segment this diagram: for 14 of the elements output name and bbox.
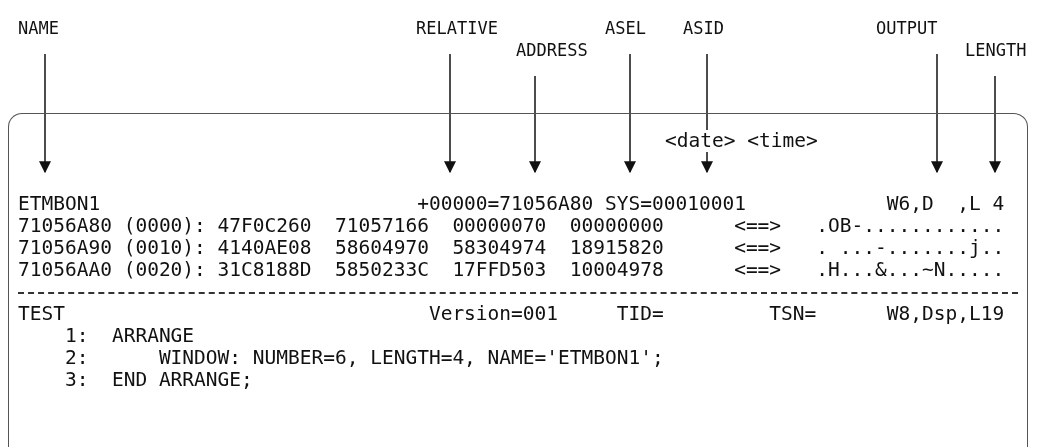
terminal-screen: [8, 113, 1028, 447]
callout-label: LENGTH: [965, 40, 1027, 60]
callout-label: ASID: [683, 18, 724, 38]
leader-arrow: [624, 53, 636, 174]
leader-arrow: [444, 53, 456, 174]
leader-arrow: [529, 75, 541, 174]
leader-arrow: [989, 75, 1001, 174]
callout-label: ASEL: [605, 18, 646, 38]
callout-label: OUTPUT: [876, 18, 938, 38]
callout-label: NAME: [18, 18, 59, 38]
leader-arrow: [39, 53, 51, 174]
callout-label: ADDRESS: [516, 40, 588, 60]
callout-label: RELATIVE: [416, 18, 498, 38]
leader-arrow: [931, 53, 943, 174]
